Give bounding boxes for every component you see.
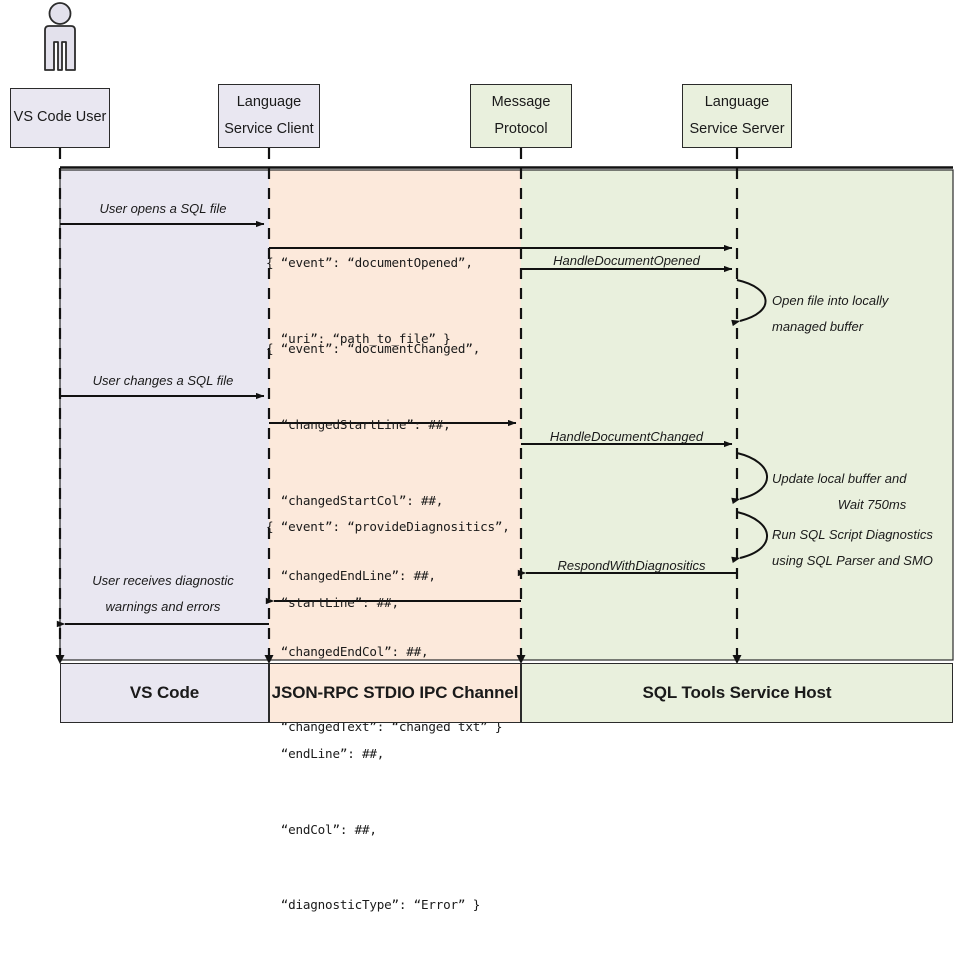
message-label-handle-document-opened: HandleDocumentOpened [521, 254, 732, 267]
payload-line: “diagnosticType”: “Error” } [266, 897, 481, 913]
payload-line: “endLine”: ##, [266, 746, 385, 762]
message-label-handle-document-changed: HandleDocumentChanged [521, 430, 732, 443]
note-line2: Wait 750ms [837, 497, 907, 512]
selfloop-open-buffer [731, 279, 767, 327]
message-label-respond-with-diagnostics: RespondWithDiagnositics [526, 559, 737, 572]
band-vscode [60, 170, 269, 660]
message-line1: HandleDocumentOpened [553, 253, 700, 268]
note-update-buffer-wait: Update local buffer and Wait 750ms [772, 472, 962, 511]
lifeline-header-message-protocol[interactable]: Message Protocol [470, 84, 572, 148]
payload-line: “uri”: “path_to_file” } [266, 331, 451, 347]
message-line2: warnings and errors [105, 599, 221, 614]
lifelines [58, 148, 739, 662]
message-line1: User changes a SQL file [92, 373, 234, 388]
note-line1: Run SQL Script Diagnostics [772, 527, 933, 542]
footer-label: SQL Tools Service Host [642, 683, 832, 702]
lifeline-label-line2: Service Server [689, 120, 785, 137]
message-line1: RespondWithDiagnositics [557, 558, 706, 573]
lifeline-label-line2: Service Client [224, 120, 314, 137]
message-label-user-receives: User receives diagnostic warnings and er… [60, 574, 266, 613]
diagram-canvas [44, 2, 954, 664]
message-line1: HandleDocumentChanged [549, 429, 704, 444]
note-line2: managed buffer [772, 319, 864, 334]
selfloop-run-diagnostics [731, 511, 768, 564]
lifeline-header-language-client[interactable]: Language Service Client [218, 84, 320, 148]
actor-body-icon [44, 25, 76, 71]
message-arrows [56, 220, 737, 628]
footer-box-json-rpc-channel[interactable]: JSON-RPC STDIO IPC Channel [269, 663, 521, 723]
payload-line: “changedText”: “changed txt” } [266, 719, 503, 735]
payload-line: “changedStartCol”: ##, [266, 492, 444, 508]
message-label-user-opens: User opens a SQL file [60, 202, 266, 215]
footer-label: JSON-RPC STDIO IPC Channel [271, 683, 519, 702]
band-ipc [269, 170, 521, 660]
message-label-user-changes: User changes a SQL file [60, 374, 266, 387]
lifeline-label-line1: Language [236, 94, 302, 111]
lifeline-header-vscode-user[interactable]: VS Code User [10, 88, 110, 148]
lifeline-header-language-server[interactable]: Language Service Server [682, 84, 792, 148]
payload-line: “changedEndLine”: ##, [266, 568, 436, 584]
payload-line: “changedStartLine”: ##, [266, 417, 451, 433]
footer-box-sql-tools-service-host[interactable]: SQL Tools Service Host [521, 663, 953, 723]
actor-head-icon [48, 2, 72, 25]
note-run-sql-script-diagnostics: Run SQL Script Diagnostics using SQL Par… [772, 528, 962, 567]
payload-line: “changedEndCol”: ##, [266, 643, 429, 659]
payload-document-opened: { “event”: “documentOpened”, “uri”: “pat… [266, 200, 473, 402]
payload-line: { “event”: “documentOpened”, [266, 255, 473, 271]
lifeline-label-line1: Language [704, 94, 770, 111]
lifeline-label-line1: Message [491, 94, 551, 111]
actor-figure [44, 2, 76, 71]
message-line1: User opens a SQL file [99, 201, 227, 216]
payload-line: “endCol”: ##, [266, 821, 377, 837]
footer-label: VS Code [129, 683, 200, 702]
message-line1: User receives diagnostic [92, 573, 234, 588]
payload-line: { “event”: “documentChanged”, [266, 341, 481, 357]
note-line2: using SQL Parser and SMO [772, 553, 933, 568]
payload-document-changed: { “event”: “documentChanged”, “changedSt… [266, 286, 502, 790]
payload-line: { “event”: “provideDiagnositics”, [266, 519, 510, 535]
payload-line: “startLine”: ##, [266, 595, 399, 611]
note-open-file-into-buffer: Open file into locally managed buffer [772, 294, 962, 333]
note-line1: Open file into locally [772, 293, 889, 308]
lifeline-terminators [55, 655, 742, 664]
lifeline-label-line1: VS Code User [13, 109, 107, 126]
selfloop-update-wait [731, 452, 768, 505]
footer-box-vs-code[interactable]: VS Code [60, 663, 269, 723]
self-call-loops [731, 279, 768, 564]
sequence-diagram: VS Code User Language Service Client Mes… [10, 2, 962, 912]
lifeline-label-line2: Protocol [494, 120, 548, 137]
note-line1: Update local buffer and [772, 471, 907, 486]
